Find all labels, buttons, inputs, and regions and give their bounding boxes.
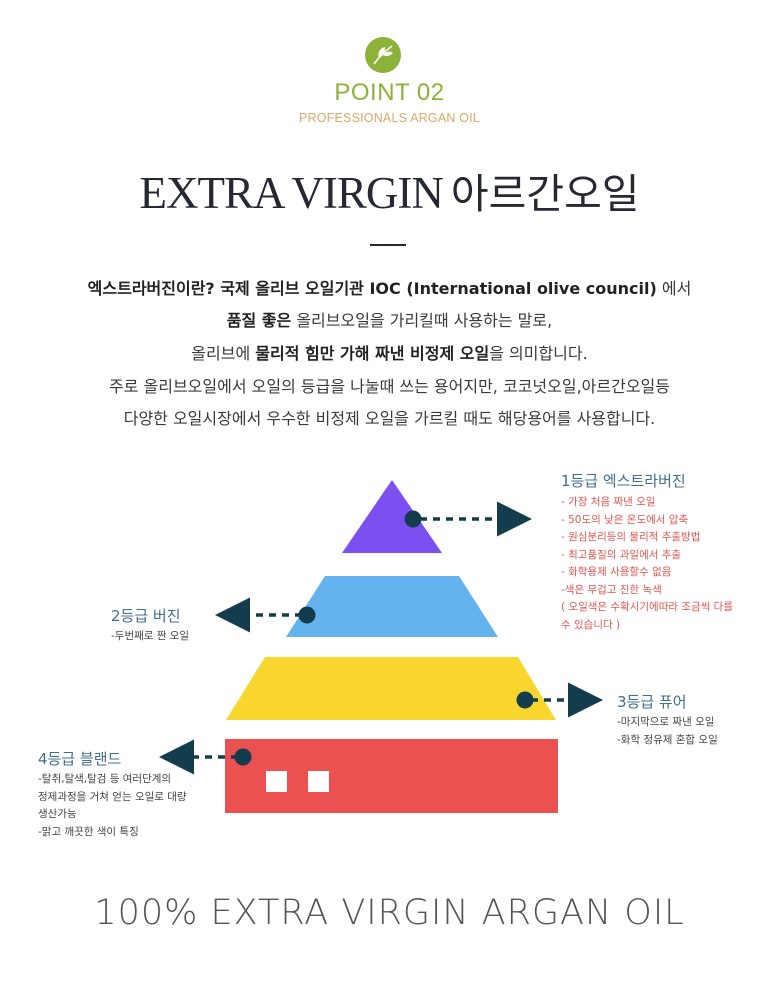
list-item: ( 오일색은 수확시기에따라 조금씩 다를 — [561, 601, 734, 613]
list-item: - 화학용제 사용할수 없음 — [561, 566, 672, 578]
intro-line-1: 엑스트라버진이란? 국제 올리브 오일기관 IOC (International… — [87, 279, 692, 298]
tier-2-trapezoid — [286, 576, 498, 637]
list-item: -탈취,탈색,탈검 등 여러단계의 — [38, 773, 172, 785]
list-item: 생산가능 — [38, 808, 77, 820]
intro-line-5: 다양한 오일시장에서 우수한 비정제 오일을 가르킬 때도 해당용어를 사용합니… — [123, 409, 656, 428]
dot-tier-3 — [516, 691, 534, 709]
grade-2-title: 2등급 버진 — [111, 607, 181, 625]
headline-korean: 아르간오일 — [450, 170, 640, 218]
grade-2-notes: -두번째로 짠 오일 — [111, 628, 189, 646]
tier-1-triangle — [342, 480, 442, 553]
list-item: - 원심분리등의 물리적 추출방법 — [561, 531, 701, 543]
list-item: - 가장 처음 짜낸 오일 — [561, 496, 656, 508]
dot-tier-1 — [404, 510, 422, 528]
divider — [370, 244, 406, 246]
tier-4-square-left — [266, 771, 287, 792]
headline-english: EXTRA VIRGIN — [139, 168, 443, 218]
grade-3-notes: -마지막으로 짜낸 오일 -화학 정유제 혼합 오일 — [617, 714, 718, 749]
list-item: -화학 정유제 혼합 오일 — [617, 733, 718, 746]
point-subtitle: PROFESSIONALS ARGAN OIL — [298, 111, 481, 125]
grade-3-title: 3등급 퓨어 — [617, 693, 687, 711]
grade-1-title: 1등급 엑스트라버진 — [561, 472, 686, 490]
footer-slogan: 100% EXTRA VIRGIN ARGAN OIL — [94, 893, 685, 933]
grade-pyramid — [159, 480, 603, 813]
point-title: POINT 02 — [334, 79, 445, 106]
leaf-logo-icon — [365, 37, 401, 73]
dot-tier-2 — [298, 606, 316, 624]
list-item: 수 있습니다 ) — [561, 618, 621, 631]
tier-3-trapezoid — [226, 657, 556, 720]
list-item: - 50도의 낮은 온도에서 압축 — [561, 513, 689, 526]
grade-4-title: 4등급 블랜드 — [38, 750, 122, 768]
list-item: 정제과정을 거쳐 얻는 오일로 대량 — [38, 790, 187, 803]
list-item: - 최고품질의 과일에서 추출 — [561, 548, 682, 561]
list-item: -두번째로 짠 오일 — [111, 630, 190, 642]
list-item: -맑고 깨끗한 색이 특징 — [38, 825, 139, 838]
dot-tier-4 — [234, 748, 252, 766]
tier-4-square-right — [308, 771, 329, 792]
intro-line-3: 올리브에 물리적 힘만 가해 짜낸 비정제 오일을 의미합니다. — [191, 344, 588, 363]
grade-4-notes: -탈취,탈색,탈검 등 여러단계의 정제과정을 거쳐 얻는 오일로 대량 생산가… — [38, 771, 187, 841]
list-item: -색은 무겁고 진한 녹색 — [561, 583, 662, 596]
intro-line-2: 품질 좋은 올리브오일을 가리킬때 사용하는 말로, — [226, 311, 553, 330]
intro-line-4: 주로 올리브오일에서 오일의 등급을 나눌때 쓰는 용어지만, 코코넛오일,아르… — [109, 377, 670, 396]
grade-1-notes: - 가장 처음 짜낸 오일 - 50도의 낮은 온도에서 압축 - 원심분리등의… — [561, 494, 733, 634]
list-item: -마지막으로 짜낸 오일 — [617, 716, 715, 728]
